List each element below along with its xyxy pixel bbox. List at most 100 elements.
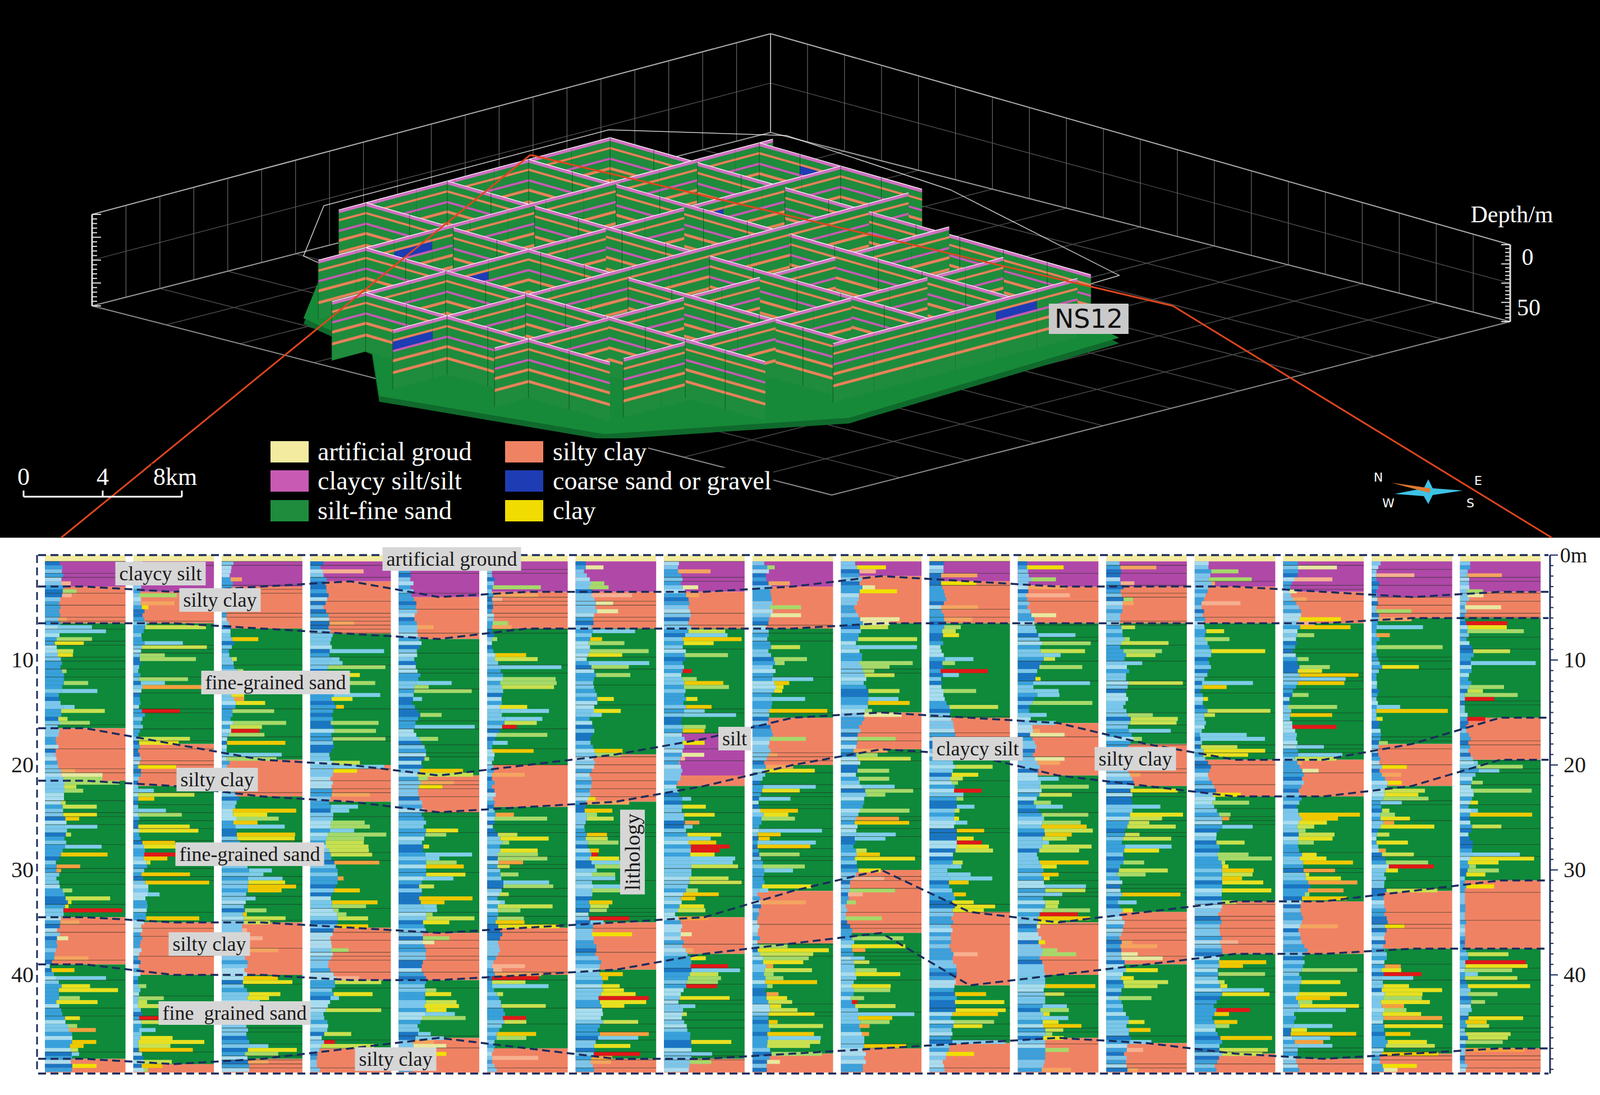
log-curve <box>44 880 59 885</box>
lithology-bar <box>139 828 199 833</box>
log-curve <box>133 828 140 833</box>
log-curve <box>133 840 143 845</box>
log-curve <box>44 924 61 929</box>
lithology-bar <box>138 1043 171 1048</box>
log-curve <box>44 653 58 658</box>
log-curve <box>44 1051 72 1056</box>
log-curve <box>44 832 66 837</box>
log-curve <box>221 569 231 573</box>
lithology-bar <box>138 996 164 1001</box>
log-curve <box>44 680 64 685</box>
log-curve <box>221 720 233 725</box>
log-curve <box>133 772 142 777</box>
log-curve <box>133 1003 139 1008</box>
log-curve <box>44 884 61 889</box>
lithology-bar <box>60 720 90 725</box>
log-curve <box>133 988 141 993</box>
lithology-bar <box>65 896 111 901</box>
log-curve <box>44 796 64 801</box>
log-curve <box>44 729 60 733</box>
log-curve <box>44 904 66 909</box>
lithology-bar <box>138 1047 193 1052</box>
log-curve <box>133 601 141 605</box>
lithology-bar <box>141 872 190 877</box>
log-curve <box>44 697 59 701</box>
log-curve <box>44 992 59 997</box>
lithology-bar <box>231 729 260 733</box>
log-curve <box>133 804 139 809</box>
lithology-bar <box>70 1047 79 1052</box>
log-curve <box>44 565 63 570</box>
log-curve <box>44 820 67 825</box>
lithology-bar <box>57 625 93 630</box>
log-curve <box>133 888 149 893</box>
log-curve <box>221 704 236 709</box>
lithology-bar <box>142 685 203 690</box>
log-curve <box>133 1019 142 1024</box>
log-curve <box>44 700 61 705</box>
lithology-bar <box>228 732 265 737</box>
log-curve <box>221 581 233 586</box>
log-curve <box>133 924 142 929</box>
log-curve <box>133 943 141 948</box>
log-curve <box>133 824 139 829</box>
log-curve <box>133 752 140 757</box>
log-curve <box>44 968 52 973</box>
log-curve <box>44 943 58 948</box>
log-curve <box>133 820 139 825</box>
log-curve <box>44 672 64 677</box>
log-curve <box>44 629 59 634</box>
log-curve <box>221 665 235 669</box>
log-curve <box>133 1067 144 1072</box>
log-curve <box>44 604 61 609</box>
log-curve <box>44 996 59 1001</box>
log-curve <box>133 796 139 801</box>
log-curve <box>221 565 232 570</box>
log-curve <box>44 1039 72 1044</box>
log-curve <box>44 920 61 925</box>
log-curve <box>221 657 232 662</box>
log-curve <box>221 653 229 658</box>
log-curve <box>133 876 144 881</box>
lithology-bar <box>141 604 149 609</box>
log-curve <box>44 708 62 713</box>
log-curve <box>133 597 142 602</box>
log-curve <box>44 1064 73 1068</box>
lithology-bar <box>61 852 108 857</box>
log-curve <box>133 788 139 793</box>
log-curve <box>133 848 145 853</box>
lithology-bar <box>141 840 175 845</box>
log-curve <box>133 784 139 789</box>
log-curve <box>133 816 140 821</box>
log-curve <box>133 629 144 634</box>
log-curve <box>44 928 58 933</box>
log-curve <box>44 800 62 805</box>
log-curve <box>133 992 140 997</box>
log-curve <box>133 760 140 765</box>
log-curve <box>133 1028 140 1033</box>
lithology-bar <box>65 1015 81 1020</box>
log-curve <box>133 640 145 645</box>
lithology-bar <box>71 1039 96 1044</box>
log-curve <box>221 716 231 721</box>
log-curve <box>44 1067 72 1072</box>
log-curve <box>44 581 62 586</box>
lithology-bar <box>61 772 103 777</box>
log-curve <box>133 708 142 713</box>
lithology-bar <box>236 700 266 705</box>
log-curve <box>44 892 65 897</box>
log-curve <box>221 661 234 666</box>
log-curve <box>221 640 235 645</box>
log-curve <box>44 900 68 905</box>
log-curve <box>44 912 64 917</box>
log-curve <box>44 972 54 976</box>
lithology-bar <box>138 812 182 817</box>
log-curve <box>44 593 62 598</box>
log-curve <box>133 697 141 701</box>
log-curve <box>44 720 61 725</box>
log-curve <box>44 740 57 745</box>
log-curve <box>133 700 141 705</box>
log-curve <box>133 996 139 1001</box>
log-curve <box>133 720 142 725</box>
log-curve <box>133 604 142 609</box>
